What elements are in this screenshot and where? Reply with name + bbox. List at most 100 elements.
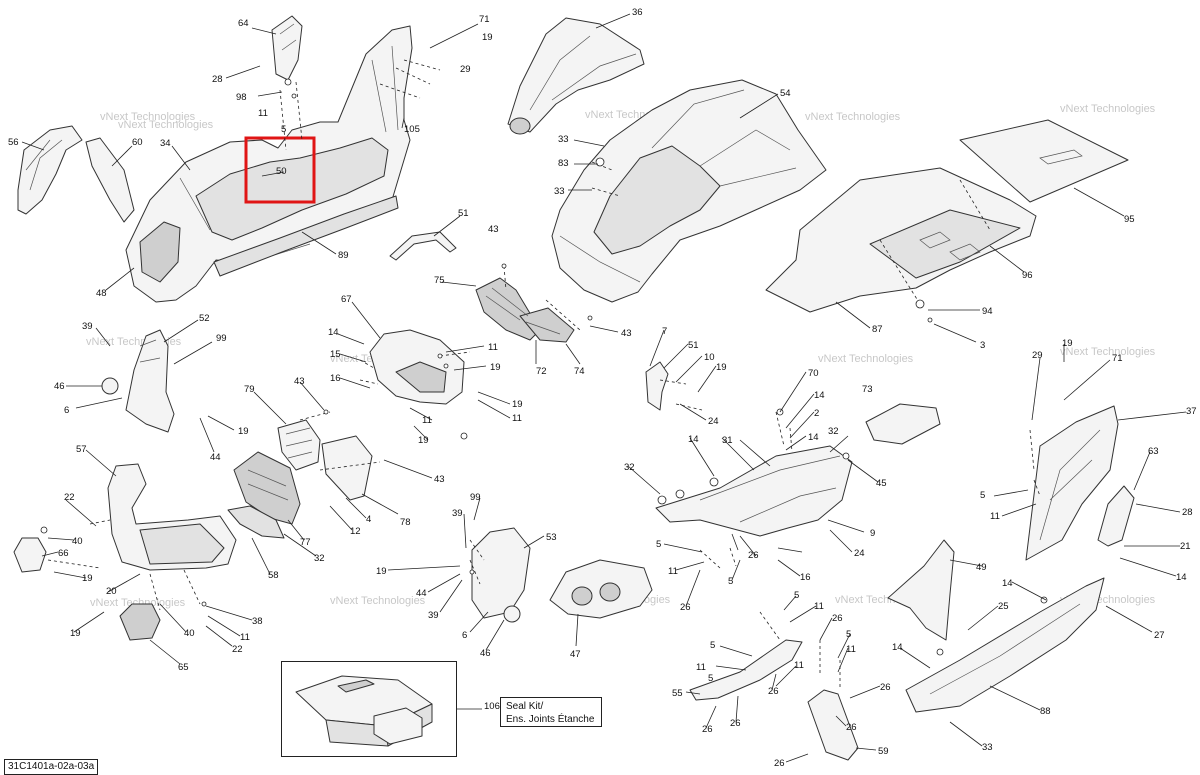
- callout-label: 14: [892, 642, 903, 653]
- watermark: vNext Technologies: [330, 595, 426, 607]
- callout-label: 15: [330, 349, 341, 360]
- callout-labels: 64 28 98 11 5 71 19 29 105 56 60 34 50 8…: [8, 7, 1197, 769]
- callout-label: 75: [434, 275, 445, 286]
- callout-label: 51: [458, 208, 469, 219]
- callout-label: 11: [512, 413, 522, 424]
- callout-label: 39: [82, 321, 93, 332]
- part-56-side-panel: [17, 125, 83, 215]
- callout-label: 16: [330, 373, 341, 384]
- callout-leaders: [21, 13, 1187, 763]
- callout-label: 33: [982, 742, 993, 753]
- part-36-upper-cover: [507, 17, 645, 133]
- part-54-detail: [559, 89, 797, 283]
- callout-label: 29: [460, 64, 471, 75]
- part-89-rail: [213, 195, 399, 277]
- callout-label: 9: [870, 528, 875, 539]
- callout-label: 43: [621, 328, 632, 339]
- part-31-detail: [699, 455, 841, 523]
- part-96-detail: [919, 231, 981, 261]
- callout-label: 26: [730, 718, 741, 729]
- callout-label: 59: [878, 746, 889, 757]
- callout-label: 26: [748, 550, 759, 561]
- watermark: vNext Technologies: [805, 111, 901, 123]
- callout-label: 66: [58, 548, 69, 559]
- callout-label: 7: [662, 326, 667, 337]
- callout-label: 33: [554, 186, 565, 197]
- callout-label: 78: [400, 517, 411, 528]
- seal-kit-label: Seal Kit/ Ens. Joints Étanche: [500, 697, 602, 727]
- callout-label: 54: [780, 88, 791, 99]
- part-77-grille: [233, 451, 301, 525]
- callout-label: 26: [680, 602, 691, 613]
- callout-label: 48: [96, 288, 107, 299]
- part-47-lens-right: [599, 582, 621, 602]
- callout-label: 11: [240, 632, 250, 643]
- callout-label: 21: [1180, 541, 1191, 552]
- part-75-detail: [485, 287, 561, 335]
- callout-label: 89: [338, 250, 349, 261]
- diagram-reference-code: 31C1401a-02a-03a: [4, 759, 99, 775]
- callout-label: 11: [696, 662, 706, 673]
- callout-label: 6: [64, 405, 69, 416]
- callout-label: 19: [482, 32, 493, 43]
- callout-label: 46: [54, 381, 65, 392]
- callout-label: 44: [210, 452, 221, 463]
- callout-label: 26: [768, 686, 779, 697]
- part-34-inner: [195, 137, 389, 241]
- callout-label: 32: [314, 553, 325, 564]
- callout-label: 19: [418, 435, 429, 446]
- callout-label: 14: [808, 432, 819, 443]
- callout-label: 11: [488, 342, 498, 353]
- part-79-grille: [277, 419, 321, 471]
- callout-label: 28: [1182, 507, 1193, 518]
- callout-label: 99: [470, 492, 481, 503]
- callout-label: 14: [814, 390, 825, 401]
- callout-label: 20: [106, 586, 117, 597]
- callout-label: 28: [212, 74, 223, 85]
- part-78-panel: [321, 435, 373, 501]
- callout-label: 71: [1112, 353, 1123, 364]
- seal-kit-inset: [281, 661, 457, 757]
- callout-label: 83: [558, 158, 569, 169]
- callout-label: 29: [1032, 350, 1043, 361]
- callout-label: 40: [184, 628, 195, 639]
- callout-label: 39: [452, 508, 463, 519]
- callout-label: 99: [216, 333, 227, 344]
- callout-label: 88: [1040, 706, 1051, 717]
- callout-label: 19: [716, 362, 727, 373]
- seal-kit-number: 106: [484, 701, 500, 712]
- part-37-detail: [1039, 429, 1101, 541]
- watermark: vNext Technologies: [118, 119, 214, 131]
- part-34-wheel-arch: [139, 221, 181, 283]
- part-36-lens: [509, 117, 531, 135]
- part-57-inner: [139, 523, 225, 565]
- callout-label: 55: [672, 688, 683, 699]
- callout-label: 105: [404, 124, 420, 135]
- part-88-running-board: [905, 577, 1105, 713]
- callout-label: 63: [1148, 446, 1159, 457]
- callout-label: 24: [708, 416, 719, 427]
- callout-label: 26: [846, 722, 857, 733]
- callout-label: 22: [232, 644, 243, 655]
- part-58-bracket: [227, 505, 285, 539]
- watermark: vNext Technologies: [100, 111, 196, 123]
- callout-label: 14: [328, 327, 339, 338]
- callout-label: 58: [268, 570, 279, 581]
- part-65-mount: [119, 603, 161, 641]
- callout-label: 46: [480, 648, 491, 659]
- callout-label: 71: [479, 14, 490, 25]
- callout-label: 19: [82, 573, 93, 584]
- part-75-grille: [475, 277, 541, 341]
- callout-label: 43: [488, 224, 499, 235]
- watermark: vNext Technologies: [1060, 346, 1156, 358]
- callout-label: 37: [1186, 406, 1197, 417]
- callout-label: 52: [199, 313, 210, 324]
- callout-label: 5: [281, 124, 286, 135]
- part-52-bracket: [125, 329, 175, 433]
- callout-label: 40: [72, 536, 83, 547]
- callout-label: 49: [976, 562, 987, 573]
- callout-label: 60: [132, 137, 143, 148]
- part-64-bracket: [271, 15, 303, 81]
- callout-label: 72: [536, 366, 547, 377]
